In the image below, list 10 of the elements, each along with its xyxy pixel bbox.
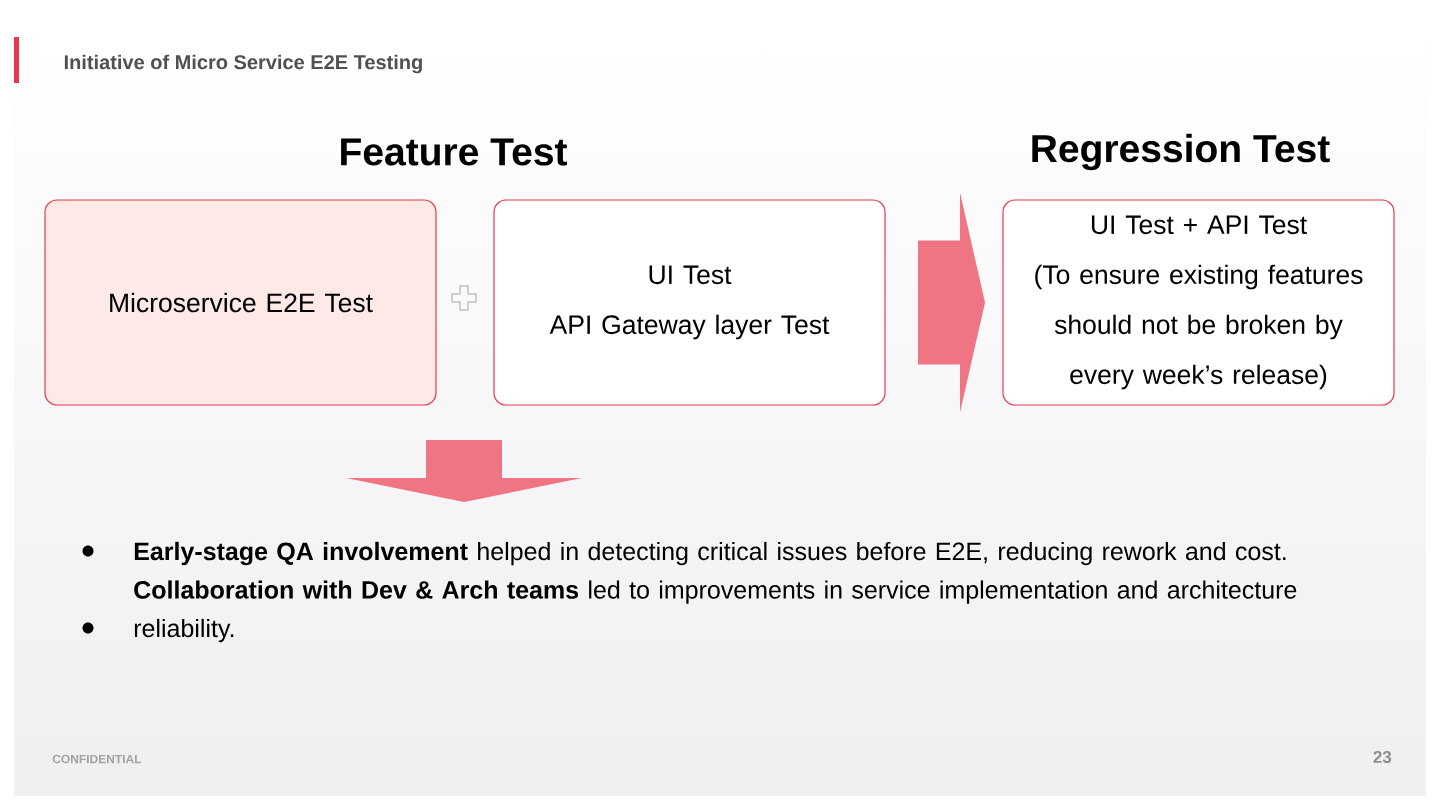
page-number: 23 — [1373, 750, 1392, 763]
block-arrow — [346, 440, 582, 502]
text-box: UI Test + API Test (To ensure existing features should not be broken by every week’s release) — [1002, 199, 1395, 406]
slide-title: Initiative of Micro Service E2E Testing — [64, 54, 422, 74]
bullet-list: Early-stage QA involvement helped in detecting critical issues before E2E, reducing rework and cost. Collaboration with Dev & Arch teams led to improvements in service implementation and architecture reliability. — [134, 541, 1297, 643]
text-box: UI Test API Gateway layer Test — [493, 199, 886, 406]
block-arrow — [918, 192, 985, 413]
text-box: Microservice E2E Test — [44, 199, 437, 406]
footer-note: CONFIDENTIAL — [52, 754, 142, 764]
section-heading: Feature Test — [341, 138, 568, 166]
